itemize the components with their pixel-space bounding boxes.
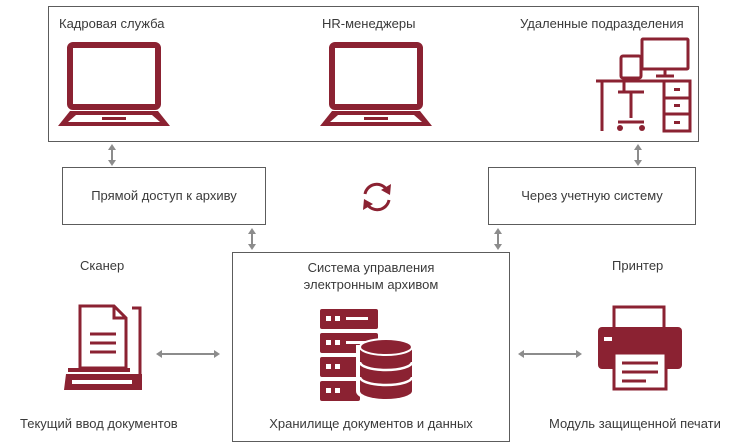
arrow-top-left [108, 144, 116, 166]
laptop-icon [58, 42, 170, 126]
direct-archive-label: Прямой доступ к архиву [91, 188, 237, 203]
scanner-title: Сканер [80, 258, 125, 273]
arrow-center-printer [518, 350, 582, 358]
database-server-icon [320, 309, 416, 402]
arrow-right-to-center [494, 228, 502, 250]
direct-archive-box [62, 167, 266, 225]
remote-units-label: Удаленные подразделения [520, 16, 684, 31]
printer-icon [598, 305, 682, 391]
via-account-label: Через учетную систему [521, 188, 663, 203]
archive-system-title-line2: электронным архивом [303, 277, 439, 292]
scanner-icon [64, 304, 142, 390]
scanner-caption: Текущий ввод документов [20, 416, 178, 431]
arrow-left-to-center [248, 228, 256, 250]
hr-managers-label: HR-менеджеры [322, 16, 416, 31]
via-account-box [488, 167, 696, 225]
storage-label: Хранилище документов и данных [269, 416, 473, 431]
printer-caption: Модуль защищенной печати [549, 416, 721, 431]
sync-icon [363, 182, 391, 212]
laptop-icon [320, 42, 432, 126]
arrow-top-right [634, 144, 642, 166]
printer-title: Принтер [612, 258, 664, 273]
archive-system-title-line1: Система управления [307, 260, 435, 275]
office-desk-icon [596, 37, 692, 133]
arrow-scanner-center [156, 350, 220, 358]
hr-department-label: Кадровая служба [59, 16, 165, 31]
